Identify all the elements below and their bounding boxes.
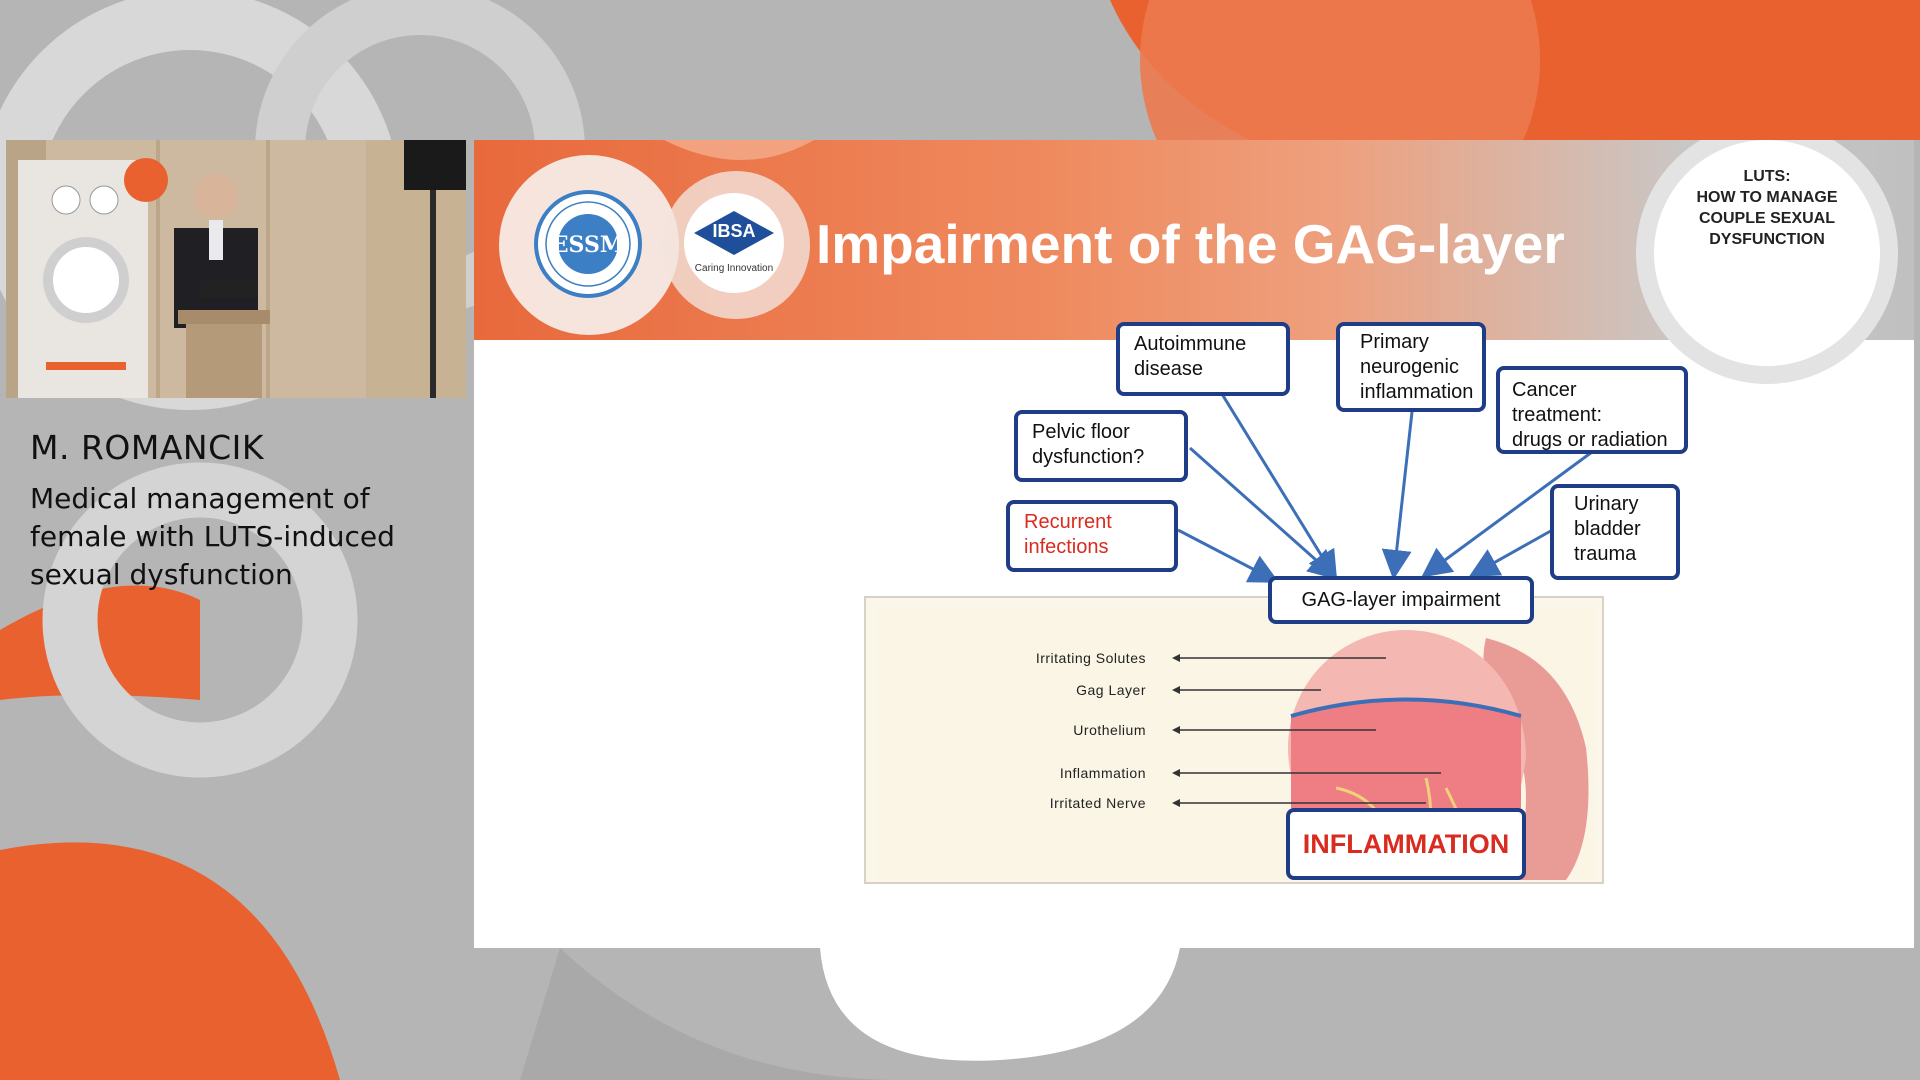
label-urothelium: Urothelium xyxy=(1073,722,1146,738)
bladder-cross-section xyxy=(876,608,1596,880)
luts-badge-text: LUTS: HOW TO MANAGE COUPLE SEXUAL DYSFUN… xyxy=(1664,166,1870,250)
video-frame-illustration xyxy=(6,140,466,398)
talk-title: Medical management of female with LUTS-i… xyxy=(30,482,395,591)
label-inflammation: Inflammation xyxy=(1059,765,1146,781)
label-irritated-nerve: Irritated Nerve xyxy=(1049,795,1146,811)
bladder-illustration: Irritating Solutes Gag Layer Urothelium … xyxy=(864,596,1604,884)
ibsa-brand: IBSA xyxy=(712,221,756,241)
essm-emblem-icon: ESSM xyxy=(545,201,631,287)
ibsa-tagline: Caring Innovation xyxy=(694,263,774,274)
cause-line: Autoimmune xyxy=(1134,333,1247,355)
cause-neurogenic-inflammation: Primary neurogenic inflammation xyxy=(1336,322,1486,412)
cause-line: bladder xyxy=(1574,518,1641,540)
cause-line: drugs or radiation xyxy=(1512,429,1668,451)
cause-line: neurogenic xyxy=(1360,356,1459,378)
cause-line: Recurrent xyxy=(1024,511,1112,533)
cause-pelvic-floor-dysfunction: Pelvic floor dysfunction? xyxy=(1014,410,1188,482)
speaker-video[interactable] xyxy=(6,140,466,398)
speaker-name: M. ROMANCIK xyxy=(30,428,265,467)
cause-line: trauma xyxy=(1574,543,1637,565)
cause-cancer-treatment: Cancer treatment: drugs or radiation xyxy=(1496,366,1688,454)
luts-badge xyxy=(1654,140,1880,366)
badge-line: DYSFUNCTION xyxy=(1709,231,1825,248)
gag-layer-impairment-box: GAG-layer impairment xyxy=(1268,576,1534,624)
label-gag-layer: Gag Layer xyxy=(1076,682,1146,698)
svg-text:ESSM: ESSM xyxy=(552,232,624,258)
cause-line: disease xyxy=(1134,358,1203,380)
cause-urinary-bladder-trauma: Urinary bladder trauma xyxy=(1550,484,1680,580)
label-irritating-solutes: Irritating Solutes xyxy=(1035,650,1146,666)
slide-title: Impairment of the GAG-layer xyxy=(816,213,1565,275)
cause-arrows xyxy=(1177,393,1593,583)
cause-line: Urinary xyxy=(1574,493,1639,515)
ibsa-diamond-icon xyxy=(694,211,774,255)
cause-line: dysfunction? xyxy=(1032,446,1145,468)
cause-line: Pelvic floor xyxy=(1032,421,1130,443)
cause-line: infections xyxy=(1024,536,1109,558)
cause-line: Primary xyxy=(1360,331,1429,353)
ibsa-logo: IBSA Caring Innovation xyxy=(684,193,784,293)
badge-line: HOW TO MANAGE xyxy=(1696,189,1838,206)
essm-logo: ESSM xyxy=(534,190,642,298)
badge-line: LUTS: xyxy=(1743,168,1791,185)
inflammation-box: INFLAMMATION xyxy=(1286,808,1526,880)
badge-line: COUPLE SEXUAL xyxy=(1698,210,1835,227)
cause-recurrent-infections: Recurrent infections xyxy=(1006,500,1178,572)
cause-line: Cancer treatment: xyxy=(1512,379,1603,426)
cause-autoimmune-disease: Autoimmune disease xyxy=(1116,322,1290,396)
cause-line: inflammation xyxy=(1360,381,1474,403)
presentation-slide: ESSM IBSA Caring Innovation Impairment o… xyxy=(474,140,1914,948)
